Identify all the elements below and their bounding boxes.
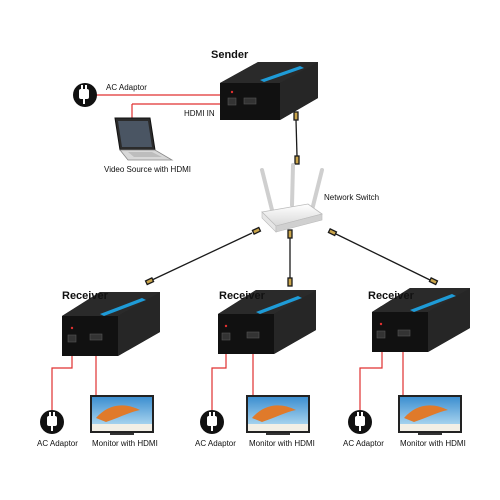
receiver-1-monitor-label: Monitor with HDMI xyxy=(92,439,158,448)
video-source-label: Video Source with HDMI xyxy=(104,165,191,174)
receiver-3-ac-label: AC Adaptor xyxy=(343,439,384,448)
receiver-1-ac-label: AC Adaptor xyxy=(37,439,78,448)
plug-icon-receiver-1 xyxy=(40,410,64,434)
sender-power-cable xyxy=(95,94,233,103)
network-cable-receiver-3 xyxy=(327,228,439,286)
receiver-2-monitor-label: Monitor with HDMI xyxy=(249,439,315,448)
sender-device xyxy=(220,62,318,120)
receiver-device-3 xyxy=(372,288,470,352)
receiver-device-2 xyxy=(218,290,316,354)
receiver-2-title: Receiver xyxy=(219,290,265,302)
laptop-video-source xyxy=(114,117,174,161)
plug-icon-receiver-2 xyxy=(200,410,224,434)
hdmi-in-label: HDMI IN xyxy=(184,109,215,118)
network-cable-receiver-2 xyxy=(287,229,293,287)
sender-title: Sender xyxy=(211,49,249,61)
receiver-2-ac-label: AC Adaptor xyxy=(195,439,236,448)
monitor-2 xyxy=(246,395,310,435)
network-switch-label: Network Switch xyxy=(324,193,380,202)
plug-icon-receiver-3 xyxy=(348,410,372,434)
plug-icon-sender xyxy=(73,83,97,107)
monitor-3 xyxy=(398,395,462,435)
network-cable-receiver-1 xyxy=(144,226,262,286)
receiver-3-cables xyxy=(359,340,404,410)
receiver-2-cables xyxy=(211,345,254,410)
receiver-1-cables xyxy=(51,345,97,410)
network-cable-sender xyxy=(293,111,300,165)
receiver-device-1 xyxy=(62,292,160,356)
receiver-3-monitor-label: Monitor with HDMI xyxy=(400,439,466,448)
receiver-3-title: Receiver xyxy=(368,290,414,302)
network-switch-router xyxy=(260,163,324,233)
monitor-1 xyxy=(90,395,154,435)
sender-ac-adaptor-label: AC Adaptor xyxy=(106,83,147,92)
receiver-1-title: Receiver xyxy=(62,290,108,302)
